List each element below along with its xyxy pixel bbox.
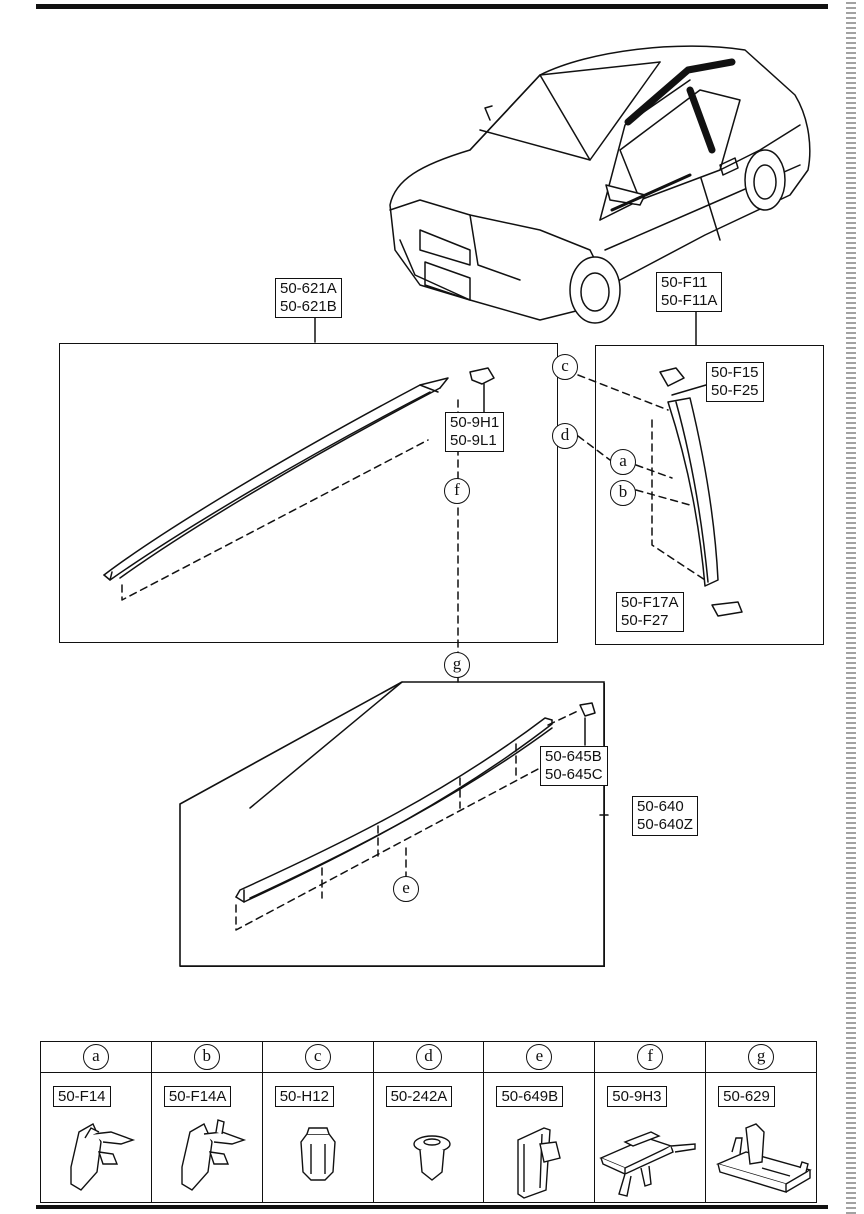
- fastener-part-d: 50-242A: [385, 1086, 453, 1107]
- fastener-cell-b: b 50-F14A: [151, 1042, 263, 1202]
- fastener-part-g: 50-629: [718, 1086, 775, 1107]
- pillar-panel: [595, 345, 824, 645]
- marker-c: c: [552, 354, 578, 380]
- clip-f-icon: [599, 1131, 696, 1197]
- fastener-key-a: a: [82, 1044, 109, 1070]
- fastener-key-c: c: [304, 1044, 331, 1070]
- clip-b-icon: [181, 1119, 246, 1191]
- marker-d: d: [552, 423, 578, 449]
- fastener-cell-d: d 50-242A: [373, 1042, 485, 1202]
- fastener-part-a: 50-F14: [53, 1086, 111, 1107]
- fastener-key-d: d: [415, 1044, 442, 1070]
- car-illustration: [389, 45, 811, 324]
- fastener-cell-a: a 50-F14: [41, 1042, 152, 1202]
- fastener-key-b: b: [193, 1044, 220, 1070]
- clip-e-icon: [517, 1127, 562, 1199]
- roof-molding-part: [103, 367, 495, 581]
- fastener-cell-f: f 50-9H3: [595, 1042, 707, 1202]
- clip-g-icon: [716, 1123, 812, 1193]
- marker-e: e: [393, 876, 419, 902]
- fastener-part-f: 50-9H3: [607, 1086, 667, 1107]
- fastener-key-f: f: [637, 1044, 664, 1070]
- fastener-cell-g: g 50-629: [706, 1042, 817, 1202]
- fastener-cell-c: c 50-H12: [262, 1042, 374, 1202]
- marker-b: b: [610, 480, 636, 506]
- marker-a: a: [610, 449, 636, 475]
- edge-strip: [846, 0, 856, 1214]
- pillar-garnish-part: [659, 367, 743, 617]
- bottom-rule: [36, 1205, 828, 1209]
- fastener-table: a 50-F14 b 50-F14A c 50-H12 d 50-242A: [40, 1041, 817, 1203]
- roof-molding-panel: [59, 343, 558, 643]
- clip-c-icon: [300, 1127, 336, 1181]
- fastener-part-c: 50-H12: [274, 1086, 334, 1107]
- top-rule: [36, 4, 828, 9]
- belt-molding-part: [235, 702, 596, 903]
- fastener-key-e: e: [526, 1044, 553, 1070]
- fastener-key-g: g: [748, 1044, 775, 1070]
- fastener-part-b: 50-F14A: [163, 1086, 232, 1107]
- marker-f: f: [444, 478, 470, 504]
- fastener-part-e: 50-649B: [496, 1086, 564, 1107]
- fastener-cell-e: e 50-649B: [484, 1042, 596, 1202]
- clip-d-icon: [412, 1135, 451, 1181]
- clip-a-icon: [70, 1123, 136, 1191]
- marker-g: g: [444, 652, 470, 678]
